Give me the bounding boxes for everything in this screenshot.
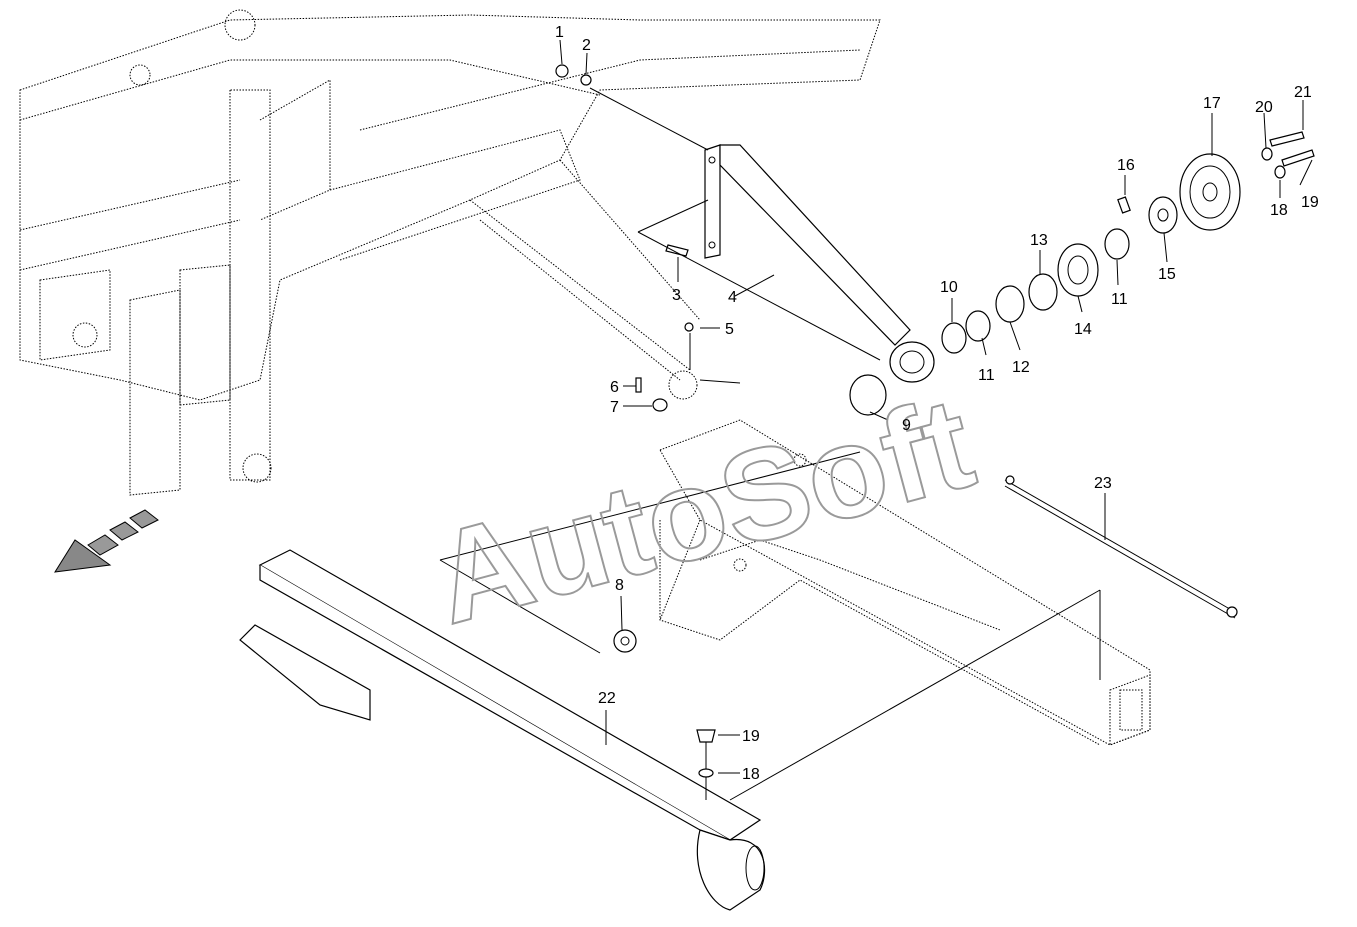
callout-1: 1: [555, 24, 564, 41]
fitting-5: [684, 322, 694, 332]
callout-19-a: 19: [1301, 194, 1319, 211]
watermark-text: AutoSoft: [419, 369, 987, 652]
callout-11-a: 11: [978, 367, 995, 384]
callout-9: 9: [902, 417, 911, 434]
callout-21: 21: [1294, 84, 1312, 101]
callout-20: 20: [1255, 99, 1273, 116]
bolt-3: [665, 244, 689, 257]
callout-7: 7: [610, 399, 619, 416]
guard-22: [239, 549, 766, 911]
washer-18: [1274, 165, 1286, 179]
nut-1: [555, 64, 569, 78]
bearing-13: [1028, 273, 1058, 311]
callout-2: 2: [582, 37, 591, 54]
callout-16: 16: [1117, 157, 1135, 174]
ring-12: [995, 285, 1025, 323]
callouts: 1 2 3 4 5 6 7 8 9 10 11 11 12 13 14 15 1…: [555, 24, 1319, 783]
ring-11a: [965, 310, 991, 342]
ring-7: [652, 398, 668, 412]
callout-17: 17: [1203, 95, 1221, 112]
washer-20: [1261, 147, 1273, 161]
pulley-17: [1179, 153, 1241, 231]
callout-19-b: 19: [742, 728, 760, 745]
direction-arrow-icon: [54, 509, 159, 573]
callout-8: 8: [615, 577, 624, 594]
ring-11b: [1104, 228, 1130, 260]
housing-14: [1057, 243, 1099, 297]
callout-15: 15: [1158, 266, 1176, 283]
bushing-9: [849, 374, 887, 416]
hub-15: [1148, 196, 1178, 234]
callout-6: 6: [610, 379, 619, 396]
ring-10: [941, 322, 967, 354]
key-16: [1117, 196, 1131, 214]
machine-frame: [19, 9, 881, 496]
bolt-19: [1281, 149, 1315, 167]
leader-lines: [439, 39, 1313, 801]
washer-2: [580, 74, 592, 86]
main-beam: [659, 419, 1151, 746]
callout-23: 23: [1094, 475, 1112, 492]
pin-6: [635, 377, 642, 393]
callout-18-a: 18: [1270, 202, 1288, 219]
callout-4: 4: [728, 289, 737, 306]
callout-5: 5: [725, 321, 734, 338]
rod-23: [1004, 475, 1238, 619]
callout-18-b: 18: [742, 766, 760, 783]
callout-13: 13: [1030, 232, 1048, 249]
washer-8: [613, 629, 637, 653]
callout-14: 14: [1074, 321, 1092, 338]
callout-3: 3: [672, 287, 681, 304]
bolt-21: [1269, 131, 1305, 147]
callout-22: 22: [598, 690, 616, 707]
pulley-parts: [555, 64, 1315, 653]
callout-10: 10: [940, 279, 958, 296]
callout-11-b: 11: [1111, 291, 1128, 308]
arm-assembly: [704, 144, 935, 383]
callout-12: 12: [1012, 359, 1030, 376]
